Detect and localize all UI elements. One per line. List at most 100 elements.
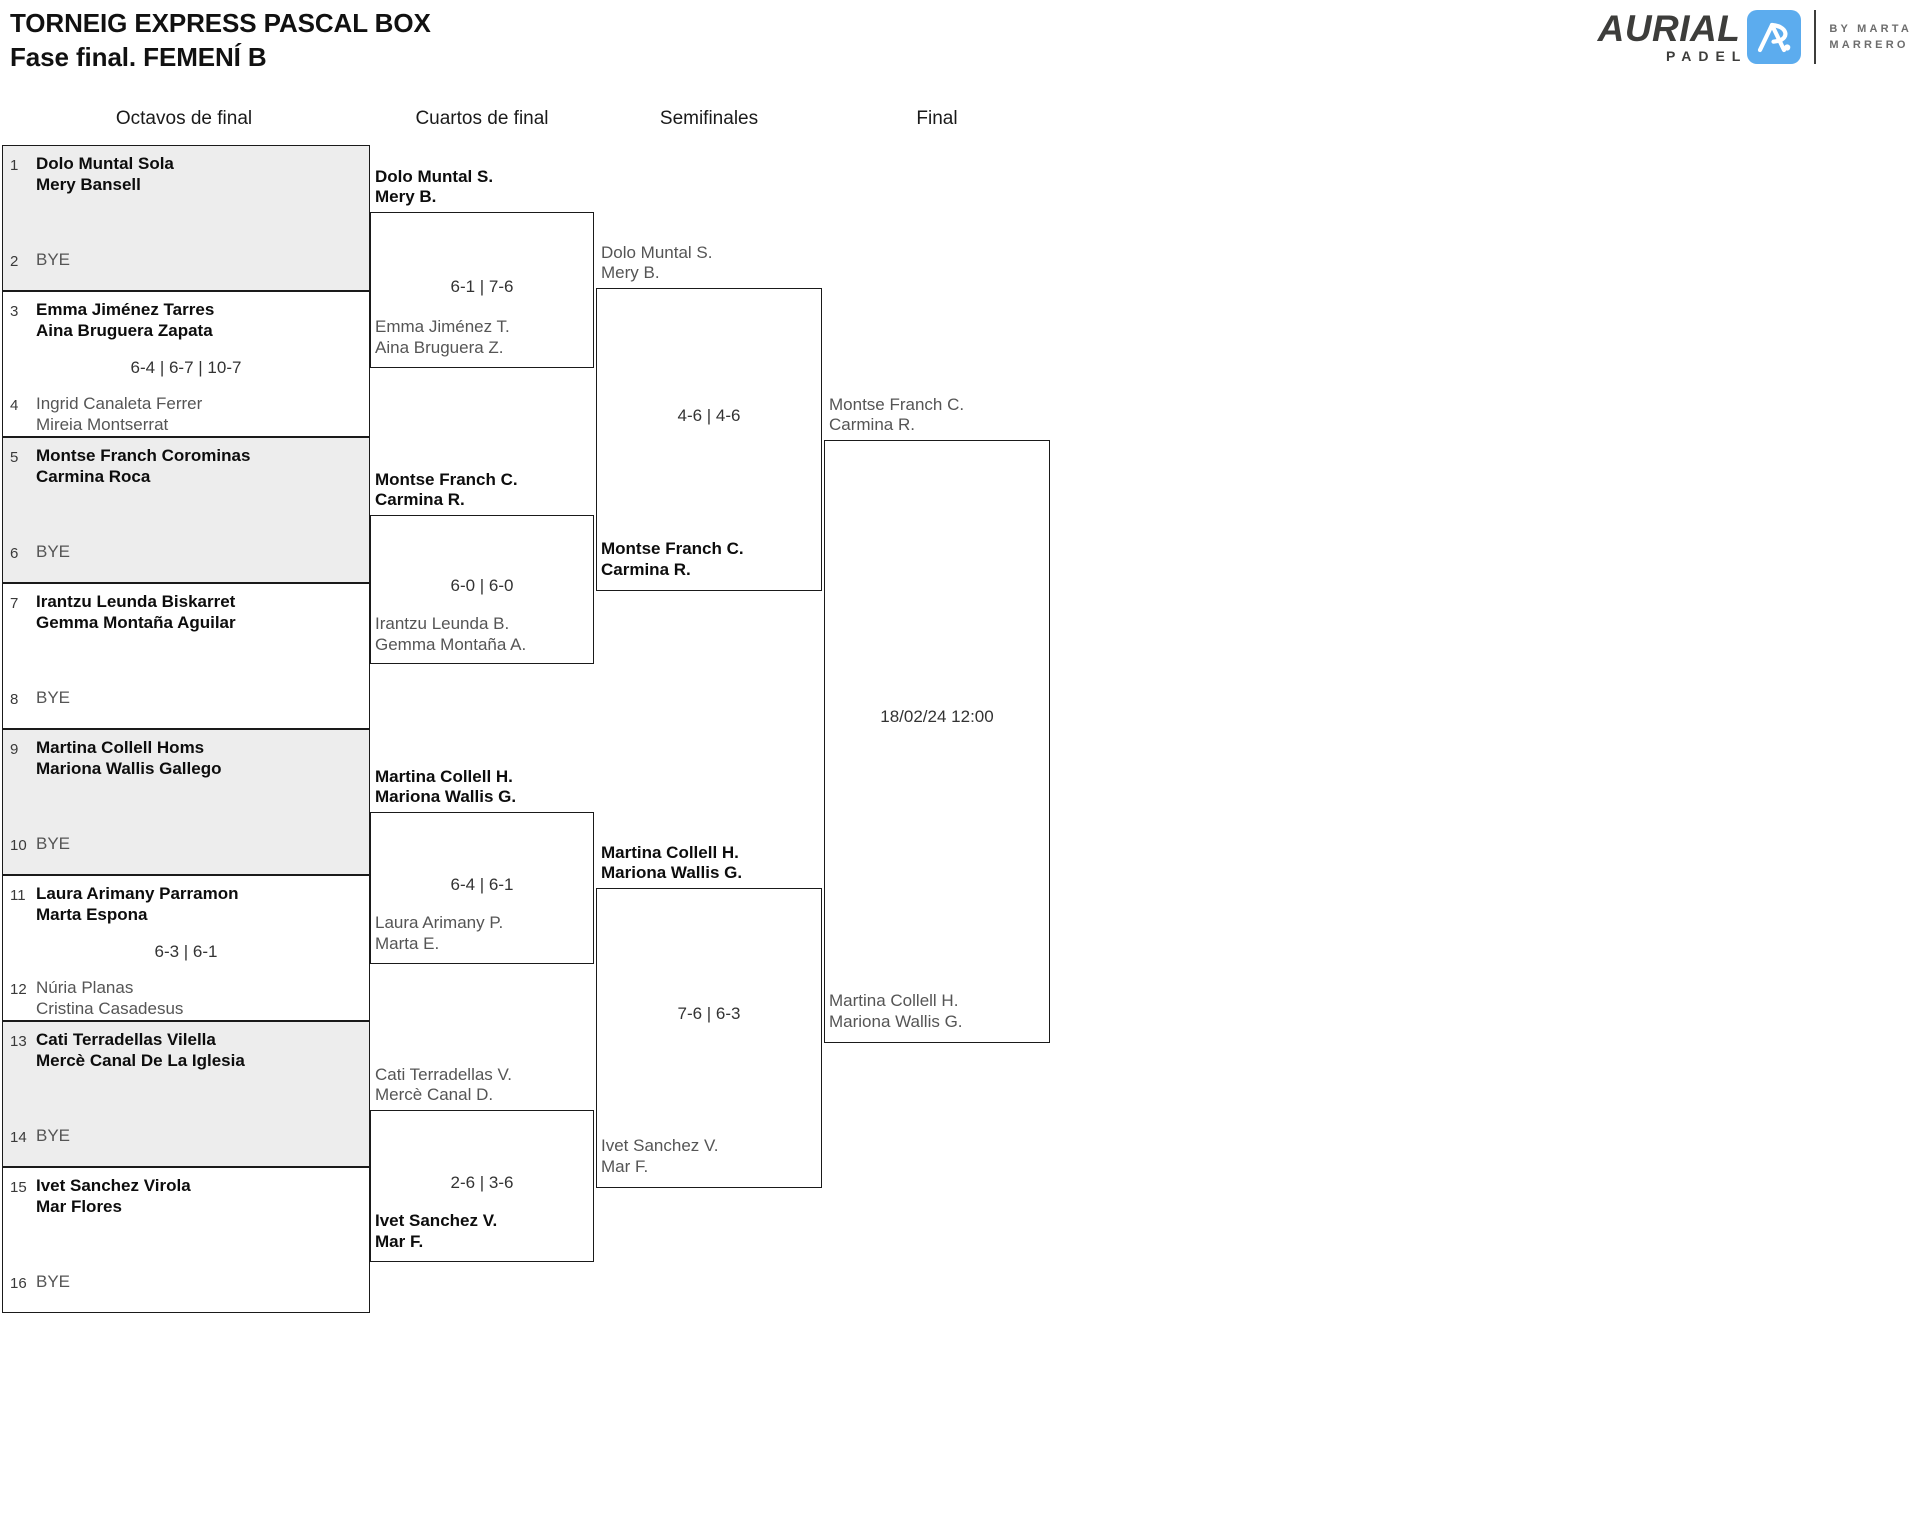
- r2-match-1[interactable]: Dolo Muntal S.Mery B. 6-1 | 7-6 Emma Jim…: [370, 167, 594, 368]
- seed-number: 2: [10, 253, 19, 270]
- r4-finalist-top: Montse Franch C.Carmina R.: [829, 394, 965, 435]
- logo-byline-line2: MARRERO: [1829, 39, 1909, 51]
- r3-match-2-loser: Ivet Sanchez V.Mar F.: [601, 1136, 719, 1176]
- r2-match-3[interactable]: Martina Collell H.Mariona Wallis G. 6-4 …: [370, 767, 594, 964]
- logo-wordmark: AURIAL PADEL: [1597, 8, 1741, 62]
- tournament-phase: Fase final. FEMENÍ B: [10, 42, 267, 73]
- r2-match-1-winner: Dolo Muntal S.Mery B.: [375, 166, 494, 207]
- r1-match-3-bottom: 6 BYE: [3, 542, 369, 563]
- logo-divider: [1814, 10, 1817, 64]
- r2-match-3-loser: Laura Arimany P.Marta E.: [375, 913, 504, 953]
- team-names: BYE: [36, 542, 71, 561]
- logo-byline-line1: BY MARTA: [1829, 22, 1912, 35]
- team-names: BYE: [36, 250, 71, 269]
- r4-finalist-bottom: Martina Collell H.Mariona Wallis G.: [829, 991, 963, 1031]
- r2-match-3-score: 6-4 | 6-1: [450, 875, 514, 894]
- seed-number: 16: [10, 1275, 27, 1292]
- r1-match-2-score: 6-4 | 6-7 | 10-7: [130, 358, 242, 377]
- seed-number: 3: [10, 303, 19, 320]
- r3-match-1-score: 4-6 | 4-6: [677, 406, 741, 425]
- r1-match-1-bottom: 2 BYE: [3, 250, 369, 271]
- r1-match-6-score: 6-3 | 6-1: [154, 942, 218, 961]
- seed-number: 12: [10, 981, 27, 998]
- r4-final-match[interactable]: Montse Franch C.Carmina R. 18/02/24 12:0…: [824, 395, 1050, 1043]
- r3-match-2-winner: Martina Collell H.Mariona Wallis G.: [601, 842, 743, 883]
- seed-number: 5: [10, 449, 19, 466]
- seed-number: 7: [10, 595, 19, 612]
- page-title: TORNEIG EXPRESS PASCAL BOX Fase final. F…: [10, 6, 431, 75]
- seed-number: 6: [10, 545, 19, 562]
- seed-number: 14: [10, 1129, 27, 1146]
- team-names: BYE: [36, 1126, 71, 1145]
- r3-match-1[interactable]: Dolo Muntal S.Mery B. 4-6 | 4-6 Montse F…: [596, 243, 822, 591]
- r2-match-2-winner: Montse Franch C.Carmina R.: [375, 469, 518, 510]
- r1-match-5-bottom: 10 BYE: [3, 834, 369, 855]
- round-header-final: Final: [916, 108, 958, 129]
- seed-number: 8: [10, 691, 19, 708]
- tournament-name: TORNEIG EXPRESS PASCAL BOX: [10, 8, 431, 38]
- seed-number: 11: [10, 887, 26, 904]
- aurial-padel-logo: AURIAL PADEL BY MARTA MARRERO: [1598, 8, 1912, 66]
- r3-match-1-winner: Montse Franch C.Carmina R.: [601, 539, 744, 579]
- r2-match-2-loser: Irantzu Leunda B.Gemma Montaña A.: [375, 614, 527, 654]
- r2-match-3-winner: Martina Collell H.Mariona Wallis G.: [375, 766, 517, 807]
- r2-match-4-winner: Ivet Sanchez V.Mar F.: [375, 1211, 498, 1251]
- round-header-octavos: Octavos de final: [115, 108, 253, 129]
- seed-number: 13: [10, 1033, 27, 1050]
- seed-number: 4: [10, 397, 19, 414]
- r1-match-4-bottom: 8 BYE: [3, 688, 369, 709]
- logo-sub-text: PADEL: [1665, 47, 1748, 64]
- logo-brand-text: AURIAL: [1597, 8, 1741, 50]
- seed-number: 15: [10, 1179, 27, 1196]
- team-names: BYE: [36, 688, 71, 707]
- ap-monogram-icon: [1747, 10, 1802, 64]
- r2-match-4-loser: Cati Terradellas V.Mercè Canal D.: [375, 1064, 513, 1105]
- r2-match-4-score: 2-6 | 3-6: [450, 1173, 514, 1192]
- r4-final-datetime: 18/02/24 12:00: [880, 707, 994, 726]
- team-names: BYE: [36, 834, 71, 853]
- round-header-cuartos: Cuartos de final: [415, 108, 549, 129]
- r2-match-1-score: 6-1 | 7-6: [450, 277, 514, 296]
- seed-number: 9: [10, 741, 19, 758]
- r2-match-2[interactable]: Montse Franch C.Carmina R. 6-0 | 6-0 Ira…: [370, 470, 594, 664]
- logo-byline: BY MARTA MARRERO: [1829, 21, 1912, 54]
- seed-number: 10: [10, 837, 27, 854]
- r3-match-2-score: 7-6 | 6-3: [677, 1004, 741, 1023]
- r1-match-7-bottom: 14 BYE: [3, 1126, 369, 1147]
- round-header-semifinales: Semifinales: [659, 108, 759, 129]
- r1-match-8-bottom: 16 BYE: [3, 1272, 369, 1293]
- r3-match-2[interactable]: Martina Collell H.Mariona Wallis G. 7-6 …: [596, 843, 822, 1188]
- r2-match-4[interactable]: Cati Terradellas V.Mercè Canal D. 2-6 | …: [370, 1065, 594, 1262]
- r2-match-1-loser: Emma Jiménez T.Aina Bruguera Z.: [375, 317, 510, 357]
- seed-number: 1: [10, 157, 19, 174]
